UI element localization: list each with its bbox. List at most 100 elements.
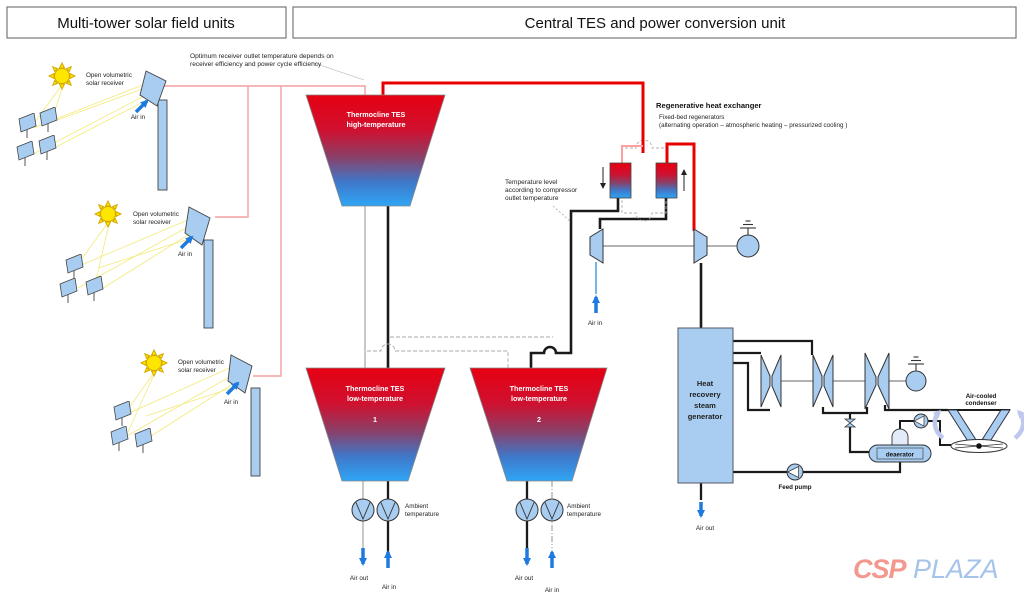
condenser-assembly: Air-cooled condenser (932, 393, 1024, 453)
header-bar: Multi-tower solar field units Central TE… (6, 6, 1017, 39)
hrsg-label-line3: steam (694, 401, 716, 410)
pump-triangle (913, 415, 925, 427)
hrsg-label-line1: Heat (697, 379, 714, 388)
temp-note-leader (552, 205, 572, 223)
valve-icon (843, 418, 857, 428)
header-left-title: Multi-tower solar field units (57, 15, 235, 32)
receiver-label-line2: solar receiver (178, 367, 216, 374)
generator-icon (736, 234, 760, 258)
temp-note-line2: according to compressor (505, 187, 578, 194)
lt-tank2-number: 2 (537, 415, 541, 424)
steam-turbine-stage3-icon (877, 352, 890, 410)
solar-pipe-unit3 (253, 86, 282, 377)
ground-icon (740, 220, 756, 235)
regen-top-bypass (621, 139, 667, 160)
sun-rays (77, 218, 199, 291)
receiver-label-line2: solar receiver (86, 80, 124, 87)
fan-icon (515, 498, 539, 522)
lt-tank1-number: 1 (373, 415, 377, 424)
ambient-label-line2: temperature (405, 511, 439, 518)
note-leader-line (310, 61, 365, 81)
sun-icon (48, 62, 76, 90)
steam-line-3 (733, 361, 770, 412)
hrsg-label-line4: generator (688, 412, 723, 421)
solar-pipe-network (163, 85, 366, 377)
heliostat-icon (113, 401, 132, 427)
sun-icon (140, 349, 168, 377)
feed-pump-label: Feed pump (778, 484, 811, 491)
steam-turbine-stage1-icon (771, 354, 782, 408)
extraction-pipe (848, 413, 869, 454)
fan-hub (976, 443, 982, 449)
deaerator-label-box (876, 447, 924, 460)
lt-tank2-label-line1: Thermocline TES (510, 384, 569, 393)
solar-pipe-main (163, 85, 366, 96)
heliostat-icon (39, 107, 58, 133)
air-in-arrow (225, 381, 240, 396)
ht-tank-label-line2: high-temperature (346, 120, 405, 129)
condenser-label-line1: Air-cooled (966, 393, 997, 400)
temp-note-line3: outlet temperature (505, 195, 559, 202)
heliostat-icon (59, 278, 78, 304)
receiver-label-line1: Open volumetric (133, 211, 179, 218)
deaerator-vessel (868, 444, 932, 463)
ground-icon (908, 356, 924, 371)
receiver-label-line1: Open volumetric (178, 359, 224, 366)
lt-tank1-body (305, 367, 446, 482)
deaerator-label: deaerator (886, 452, 915, 459)
tower (250, 387, 261, 477)
lt-tank1-label-line2: low-temperature (347, 394, 403, 403)
tower (203, 239, 214, 329)
receiver-label-line1: Open volumetric (86, 72, 132, 79)
receiver-panel (139, 70, 167, 107)
pump-triangle (786, 465, 799, 479)
regen-title: Regenerative heat exchanger (656, 101, 762, 110)
regen-left-inlet-pipe (621, 145, 643, 163)
steam-turbine-stage1-icon (760, 354, 771, 408)
steam-line-1 (733, 339, 814, 355)
tank1-outlet-group: Ambient temperature Air out Air in (350, 498, 439, 591)
air-in-label: Air in (178, 251, 193, 258)
condenser-panel (979, 409, 1011, 444)
air-out-label: Air out (696, 525, 714, 532)
lt-tank-1: Thermocline TES low-temperature 1 (305, 367, 446, 482)
air-in-label: Air in (545, 587, 560, 594)
header-box-left (6, 6, 287, 39)
heliostat-icon (18, 113, 37, 139)
lt-tank2-body (469, 367, 608, 482)
heliostat-icon (16, 141, 35, 167)
solar-field-unit-2: Open volumetric solar receiver Air in (59, 200, 214, 329)
sun-icon (94, 200, 122, 228)
hot-air-pipes (381, 81, 696, 231)
steam-turbine-stage2-icon (812, 354, 823, 408)
receiver-label-line2: solar receiver (133, 219, 171, 226)
gas-turbine-set: Air in (588, 220, 760, 327)
air-in-label: Air in (588, 320, 603, 327)
crossover-pipe (821, 407, 869, 415)
lt-tank1-label-line1: Thermocline TES (346, 384, 405, 393)
feed-pump-assembly: Feed pump (778, 463, 812, 491)
condenser-label-line2: condenser (965, 400, 997, 407)
ht-tank-label-line1: Thermocline TES (347, 110, 406, 119)
solar-field-unit-3: Open volumetric solar receiver Air in (110, 349, 261, 477)
air-in-arrow (179, 235, 194, 250)
air-out-label: Air out (350, 575, 368, 582)
ht-tank: Thermocline TES high-temperature (305, 94, 446, 207)
regenerator-left (609, 162, 632, 199)
heliostat-icon (134, 428, 153, 454)
deaerator-dome (891, 428, 909, 447)
hrsg-body (677, 327, 734, 484)
compressor-icon (589, 228, 604, 264)
air-in-label: Air in (224, 399, 239, 406)
lt-tank-2: Thermocline TES low-temperature 2 (469, 367, 608, 482)
heliostat-icon (110, 426, 129, 452)
header-box-right (292, 6, 1017, 39)
temperature-note: Temperature level according to compresso… (505, 179, 578, 223)
turbine-icon (693, 228, 708, 264)
regen-subtitle-1: Fixed-bed regenerators (659, 114, 724, 121)
ambient-label-line1: Ambient (405, 503, 428, 510)
sun-rays (125, 365, 245, 439)
feedwater-pipe (733, 462, 902, 474)
fan-icon (376, 498, 400, 522)
